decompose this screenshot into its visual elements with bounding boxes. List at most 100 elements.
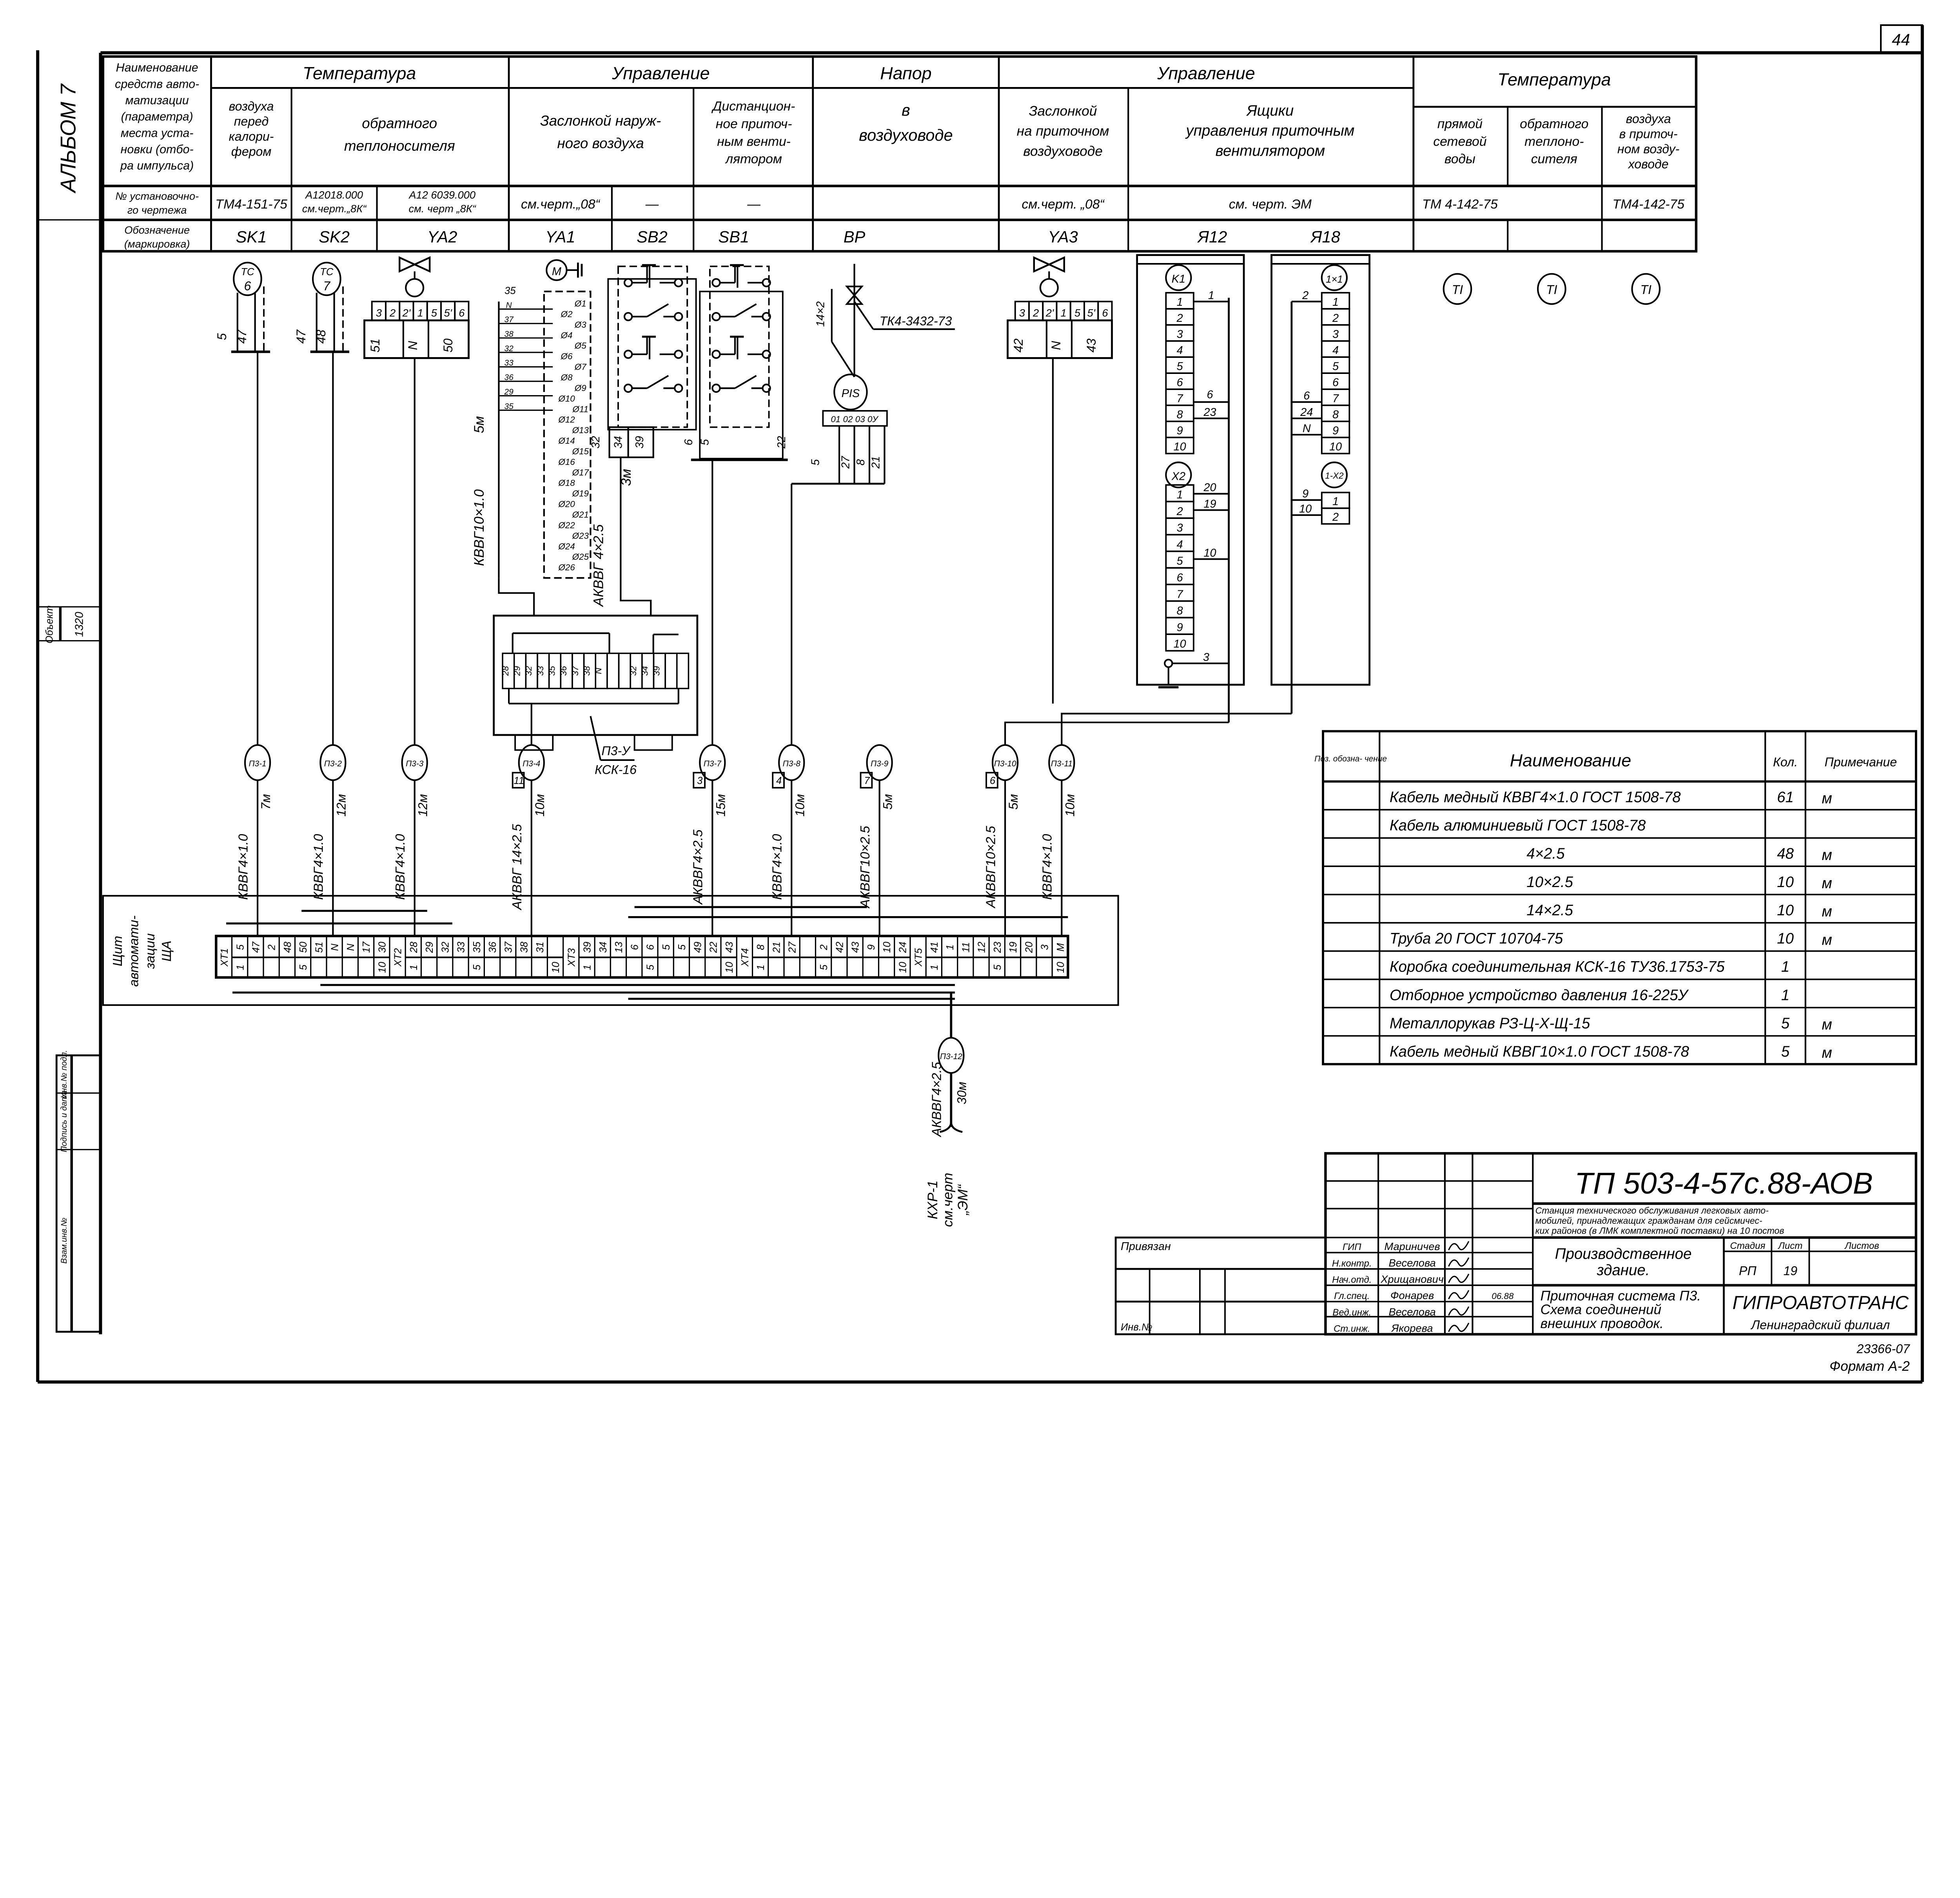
tc7-sensor-number: 7	[323, 279, 330, 293]
motor-terminal-label: Ø3	[574, 320, 586, 330]
row-label-parameter: матизации	[125, 94, 189, 107]
ya2-actuator-terminal-label: 2	[389, 307, 396, 319]
ya18-x1-label: 1×1	[1326, 274, 1343, 285]
outgoing-cable-type: АКВВГ4×2.5	[930, 1062, 944, 1138]
ya12-wire-label: 1	[1208, 289, 1214, 302]
sb2-button-switch	[646, 303, 669, 318]
row-label-drawing: го чертежа	[127, 204, 187, 216]
terminal-top-label: 43	[850, 942, 861, 953]
cable-length: 5м	[881, 794, 895, 810]
building-name: Производственное	[1555, 1246, 1692, 1263]
ksk16-terminal-label: N	[593, 668, 603, 674]
terminal-top-label: N	[330, 944, 341, 951]
ya18-wire-label: 6	[1303, 390, 1310, 402]
ya18-x1-terminal-label: 7	[1332, 392, 1339, 405]
handwritten-signature	[1448, 1241, 1470, 1250]
ya3-actuator-wire-label: 42	[1011, 338, 1025, 352]
terminal-top-label: 2	[818, 945, 829, 951]
signature-role: Н.контр.	[1332, 1258, 1372, 1269]
motor-cable-route	[498, 578, 535, 616]
cable-spec-tag	[985, 772, 998, 789]
motor-wire-label: 36	[504, 373, 514, 382]
device-marking: SB1	[718, 228, 749, 246]
sheet-format: Формат А-2	[1829, 1359, 1910, 1374]
parameter-cell: на приточном	[1017, 123, 1109, 139]
terminal-top-label: 50	[298, 942, 309, 953]
spec-item-qty: 1	[1781, 958, 1789, 975]
ya12-k1-terminal-label: 7	[1177, 392, 1183, 405]
ya12-x2-terminal-label: 8	[1177, 605, 1183, 617]
terminal-top-label: 6	[629, 944, 640, 950]
parameter-cell: теплоносителя	[344, 138, 455, 154]
terminal-top-label: 5	[235, 944, 246, 950]
organization-branch: Ленинградский филиал	[1750, 1318, 1890, 1332]
terminal-group-label: XT5	[913, 948, 924, 967]
parameter-cell: управления приточным	[1185, 122, 1355, 139]
pis-wire-label: 21	[870, 456, 882, 469]
tc6-sensor-wire-label: 5	[215, 333, 229, 340]
ya2-actuator-terminal-label: 2'	[402, 307, 411, 319]
cable-spec-tag-label: 3	[697, 775, 703, 786]
ya12-x2-terminal-label: 7	[1177, 588, 1183, 601]
motor-terminal-label: Ø11	[572, 404, 588, 414]
ya3-actuator-terminal-label: 5	[1074, 307, 1081, 319]
ya18-x1-terminal-label: 3	[1332, 328, 1339, 341]
sb2-wire-label: 32	[590, 436, 602, 448]
terminal-top-label: 20	[1024, 942, 1034, 953]
terminal-bottom-label: 10	[897, 962, 908, 973]
header-table	[102, 55, 1698, 253]
cable-id: П3-11	[1051, 759, 1073, 768]
ground-terminal	[1164, 659, 1173, 668]
handwritten-signature	[1448, 1257, 1470, 1267]
spec-item-unit: м	[1822, 1045, 1832, 1062]
sb2-cable-route	[620, 457, 652, 616]
drawing-number-cell: см. черт „8К“	[409, 203, 477, 215]
motor-terminal-label: Ø17	[572, 468, 590, 477]
sheet-title: Приточная система П3.	[1540, 1288, 1701, 1303]
valve-drawing-ref: ТК4-3432-73	[880, 314, 952, 328]
ya2-actuator-wire-label: 50	[441, 338, 455, 352]
parameter-cell: лятором	[725, 152, 782, 167]
ya18-x1-terminal-label: 6	[1332, 376, 1339, 389]
parameter-cell: Ящики	[1246, 102, 1294, 119]
stage-header: Лист	[1777, 1241, 1802, 1251]
spec-item-name: Коробка соединительная КСК-16 ТУ36.1753-…	[1390, 958, 1725, 975]
terminal-bottom-label: 5	[818, 964, 829, 970]
organization-name: ГИПРОАВТОТРАНС	[1732, 1292, 1909, 1314]
spec-header-name: Наименование	[1510, 750, 1632, 770]
cable-spec-tag-label: 11	[514, 775, 524, 786]
sb2-button-switch	[646, 375, 669, 389]
terminal-top-label: 27	[787, 941, 798, 953]
terminal-bottom-label: 1	[408, 965, 419, 970]
ksk16-terminal-label: 36	[559, 666, 568, 676]
spec-item-qty: 5	[1781, 1015, 1790, 1032]
sb2-cable-type: АКВВГ 4×2.5	[591, 524, 606, 607]
signature-role: Нач.отд.	[1332, 1274, 1372, 1285]
ya12-x2-terminal-label: 3	[1177, 522, 1183, 534]
spec-item-qty: 48	[1777, 846, 1794, 862]
object-label: Объект	[44, 605, 55, 643]
sb2-button-contact	[623, 312, 633, 321]
ti-instrument-circle	[1443, 273, 1472, 305]
cable-id: П3-9	[871, 759, 889, 768]
sb1-button-contact	[711, 312, 721, 321]
motor-terminal-label: Ø24	[558, 541, 575, 551]
pis-terminal-label: 01 02 03 0У	[831, 414, 879, 424]
pipe-size: 14×2	[815, 301, 827, 327]
terminal-top-label: 33	[456, 942, 467, 953]
stage-header: Листов	[1844, 1241, 1879, 1251]
parameter-cell: ного воздуха	[557, 135, 644, 151]
ksk16-terminal-label: 29	[512, 666, 522, 676]
cable-spec-tag	[693, 772, 706, 789]
document-code: ТП 503-4-57с.88-АОВ	[1575, 1167, 1873, 1200]
ya3-actuator-terminal-label: 1	[1061, 307, 1067, 319]
ksk16-terminal	[664, 652, 678, 690]
parameter-cell: обратного	[362, 115, 437, 131]
group-header: Температура	[1497, 69, 1611, 89]
spec-item-qty: 10	[1777, 874, 1794, 891]
ya3-actuator-terminal-label: 5'	[1087, 307, 1095, 319]
sb2-button-contact	[674, 278, 683, 287]
drawing-number-cell: А12018.000	[305, 189, 363, 201]
terminal-group-label: XT3	[566, 948, 577, 967]
